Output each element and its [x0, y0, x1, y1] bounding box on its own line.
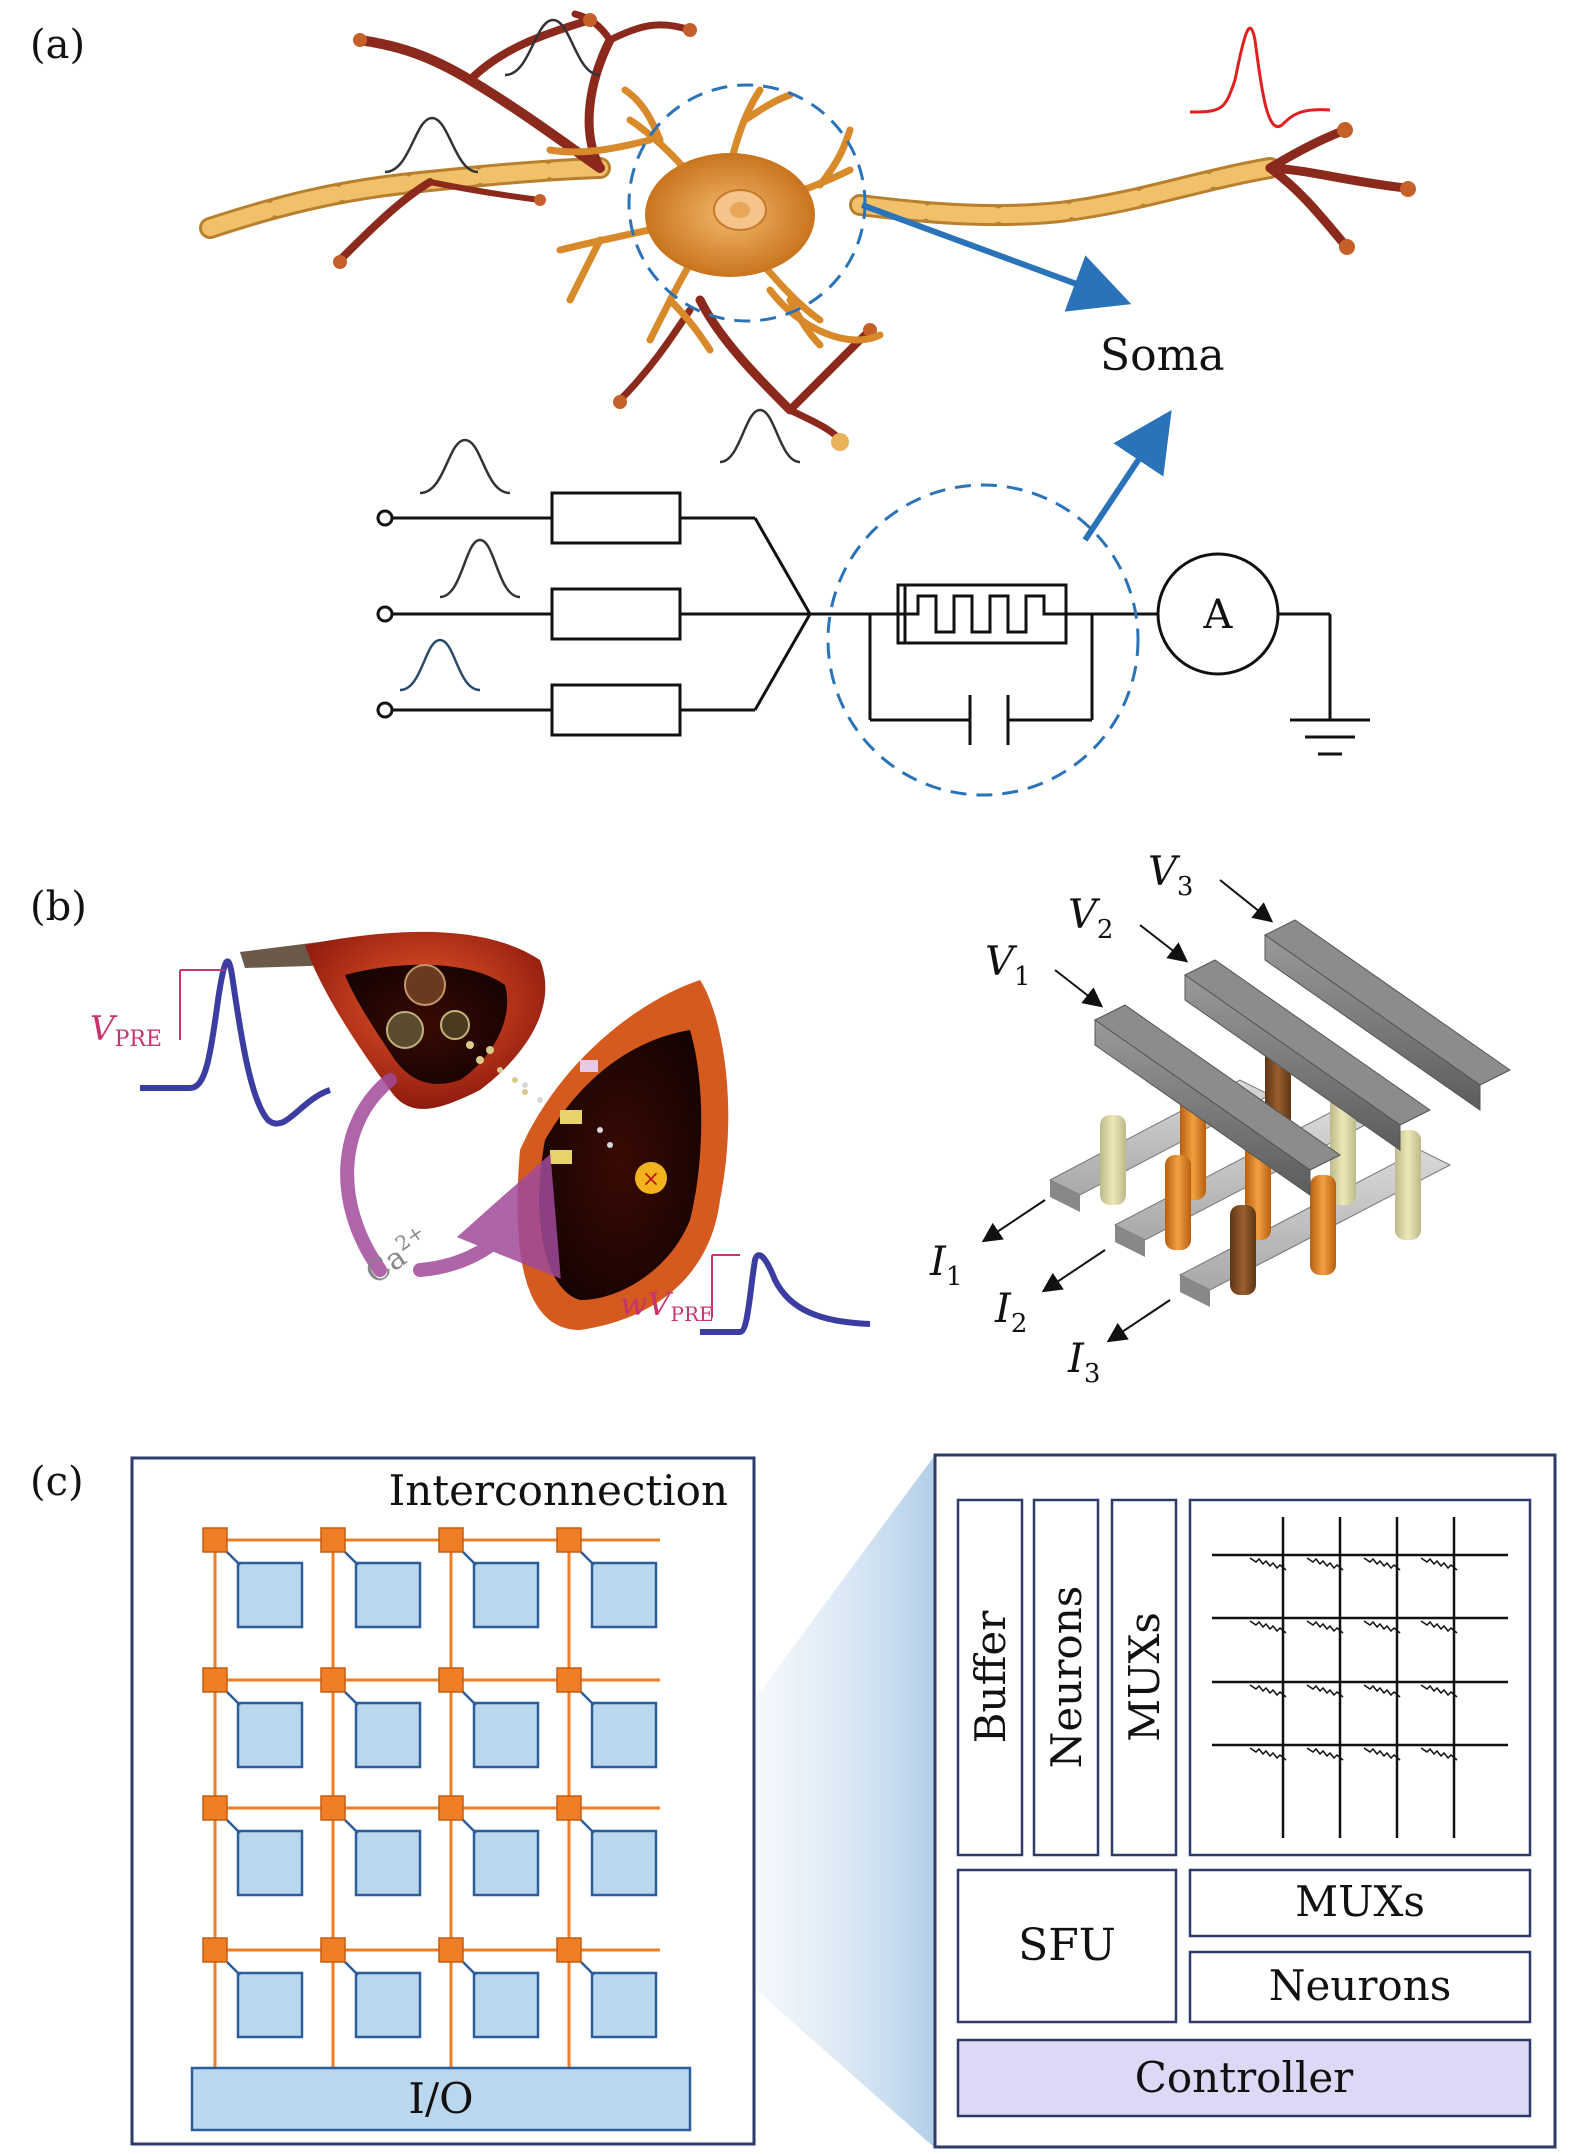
neurons-block — [1188, 1950, 1532, 2024]
core-tile-row-2 — [236, 1701, 658, 1769]
i1-label: I1 — [929, 1239, 962, 1292]
resistor-2 — [550, 587, 682, 641]
routers — [202, 1527, 582, 1963]
io-block — [190, 2066, 692, 2132]
v3-label: V3 — [1148, 849, 1193, 902]
zoom-cone — [652, 1455, 935, 2148]
zoomed-core-tile — [590, 1829, 658, 1897]
neuron-illustration — [199, 10, 1416, 451]
ammeter-label: A — [1203, 592, 1234, 638]
i2-label: I2 — [994, 1286, 1027, 1339]
core-tile-row-3 — [236, 1829, 658, 1897]
muxs-vertical-block — [1110, 1498, 1178, 1857]
input-terminal-2 — [376, 605, 394, 623]
panel-c-label: (c) — [30, 1459, 84, 1505]
sfu-block — [956, 1868, 1178, 2024]
input-terminal-1 — [376, 509, 394, 527]
core-tile-row-4 — [236, 1971, 658, 2039]
presynaptic-pulse — [140, 958, 332, 1127]
buffer-label: Buffer — [966, 1610, 1015, 1744]
svg-text:×: × — [642, 1167, 660, 1192]
postsynaptic-pulse — [700, 1252, 871, 1335]
panel-a: (a) — [30, 10, 1416, 797]
controller-block — [956, 2038, 1532, 2118]
resistor-3 — [550, 683, 682, 737]
interconnection-label: Interconnection — [389, 1466, 728, 1515]
crossbar-block — [1188, 1498, 1532, 1857]
panel-c: (c) Interconnection — [30, 1453, 1557, 2149]
spike-circuit-3 — [399, 638, 481, 692]
resistor-1 — [550, 491, 682, 545]
crossbar-memristors — [1249, 1557, 1458, 1761]
input-terminal-3 — [376, 701, 394, 719]
muxs-block — [1188, 1868, 1532, 1938]
core-grid — [202, 1527, 658, 2039]
controller-label: Controller — [1135, 2053, 1354, 2102]
panel-b-label: (b) — [30, 884, 87, 930]
i3-label: I3 — [1067, 1336, 1100, 1389]
sfu-label: SFU — [1018, 1920, 1116, 1971]
io-label: I/O — [408, 2074, 473, 2123]
spike-input-1 — [504, 18, 601, 77]
neurons-label: Neurons — [1269, 1961, 1452, 2010]
v-pre-label: VPRE — [90, 1009, 162, 1052]
soma-arrow — [860, 202, 1132, 312]
muxs-label: MUXs — [1295, 1877, 1425, 1926]
calcium-label: Ca2+ — [357, 1219, 437, 1291]
buffer-block — [956, 1498, 1024, 1857]
wv-pre-label: wVPRE — [620, 1285, 714, 1326]
spike-input-2 — [384, 116, 479, 174]
muxs-vertical-label: MUXs — [1120, 1612, 1169, 1742]
calcium-arrow-right — [413, 1154, 561, 1279]
postsynaptic-cell: × — [517, 980, 729, 1330]
spike-input-3 — [719, 408, 801, 464]
crossbar-grid — [1212, 1517, 1508, 1838]
memristor — [896, 583, 1068, 645]
spike-circuit-2 — [439, 538, 521, 599]
neurons-vertical-label: Neurons — [1042, 1586, 1091, 1769]
calcium-arrow-left — [340, 1073, 397, 1277]
panel-a-label: (a) — [30, 22, 85, 68]
soma-circuit-highlight — [826, 483, 1140, 797]
core-tile-row-1 — [236, 1561, 658, 1629]
input-spikes-neuron — [384, 18, 801, 464]
spike-circuit-1 — [419, 438, 511, 495]
presynaptic-cell — [305, 931, 546, 1109]
neurons-vertical-block — [1032, 1498, 1100, 1857]
v1-label: V1 — [985, 939, 1030, 992]
soma-circuit — [376, 438, 1370, 797]
spike-output — [1189, 26, 1331, 128]
soma-label: Soma — [1100, 330, 1225, 381]
v2-label: V2 — [1068, 892, 1113, 945]
top-electrodes — [1094, 919, 1511, 1196]
panel-b: (b) VPRE × — [30, 849, 1511, 1389]
crossbar-array — [981, 879, 1511, 1343]
circuit-soma-arrow — [1082, 410, 1172, 542]
